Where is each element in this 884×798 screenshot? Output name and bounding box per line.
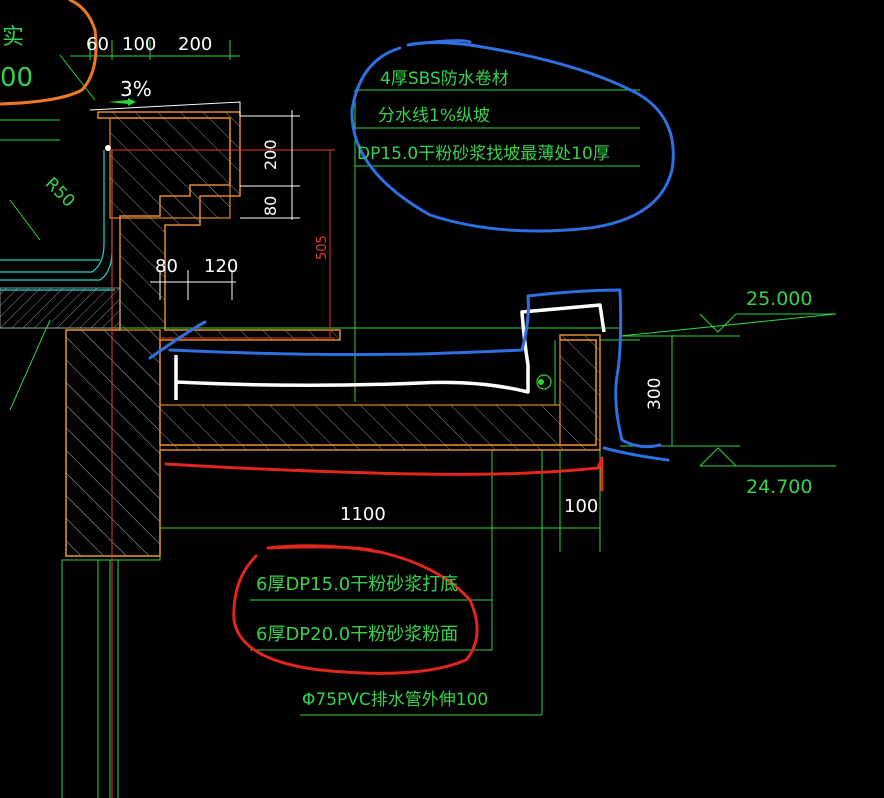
layer-sbs-label: 4厚SBS防水卷材: [380, 69, 509, 89]
slope-arrow-line: [89, 101, 241, 116]
elev-bottom-label: 24.700: [746, 476, 812, 498]
slope-arrow-icon: [108, 98, 136, 106]
radius-label: R50: [41, 174, 79, 212]
left-diag-1: [59, 54, 96, 101]
orange-annotation: [0, 0, 98, 106]
drain-circle-icon: [536, 374, 552, 390]
gutter-end-wall: [559, 339, 597, 446]
dim-100-bottom: 100: [564, 496, 598, 517]
drain-pipe-label: Φ75PVC排水管外伸100: [302, 690, 488, 710]
blue-ellipse: [350, 39, 675, 233]
drain-symbol: [536, 374, 552, 390]
top-left-fragment: 实: [2, 25, 24, 50]
red-ellipse: [232, 544, 479, 675]
dim-505: 505: [315, 235, 330, 260]
cyan-layer-group: [0, 150, 115, 291]
dim-60: 60: [86, 34, 109, 55]
white-dim-group: [89, 101, 300, 300]
corner-dot-icon: [105, 145, 111, 151]
dim-80-v: 80: [261, 196, 280, 216]
red-dimension-group: [110, 149, 335, 798]
elev-top-line: [619, 313, 837, 337]
dim-100-top: 100: [122, 34, 156, 55]
red-underline: [164, 456, 604, 492]
dim-300: 300: [645, 378, 665, 410]
elev-top-label: 25.000: [746, 288, 812, 310]
gutter-base-slab: [159, 404, 561, 446]
parapet-block: [109, 117, 231, 219]
layer-slope-label: 分水线1%纵坡: [378, 106, 490, 126]
vertical-wall: [65, 329, 161, 557]
layer-dp15-label: DP15.0干粉砂浆找坡最薄处10厚: [357, 144, 610, 164]
slope-percent: 3%: [120, 77, 152, 101]
concrete-section: [0, 111, 601, 557]
dim-1100: 1100: [340, 504, 386, 525]
white-text-group: 60 100 200 3% 200 80 80 120 300 1100 100: [86, 34, 665, 525]
dim-200-v: 200: [261, 139, 280, 170]
drain-center-icon: [538, 379, 544, 385]
layer-base-label: 6厚DP15.0干粉砂浆打底: [256, 574, 458, 595]
cyan-curve-inner: [0, 150, 105, 273]
blue-annotation-group: [148, 39, 675, 462]
blue-gutter-outline: [148, 288, 670, 462]
top-left-number: 00: [0, 63, 33, 93]
red-annotation-group: [164, 456, 604, 675]
dim-80-h: 80: [155, 256, 178, 277]
elev-top-triangle: [699, 313, 737, 333]
elev-bottom-triangle: [699, 447, 737, 467]
green-text-group: 实 00 R50 4厚SBS防水卷材 分水线1%纵坡 DP15.0干粉砂浆找坡最…: [0, 25, 812, 710]
dim-200-top: 200: [178, 34, 212, 55]
layer-finish-label: 6厚DP20.0干粉砂浆粉面: [256, 624, 458, 645]
insulation-strip: [0, 287, 121, 329]
left-diag-3: [9, 319, 51, 411]
left-diag-2: [9, 199, 41, 241]
dim-120-h: 120: [204, 256, 238, 277]
